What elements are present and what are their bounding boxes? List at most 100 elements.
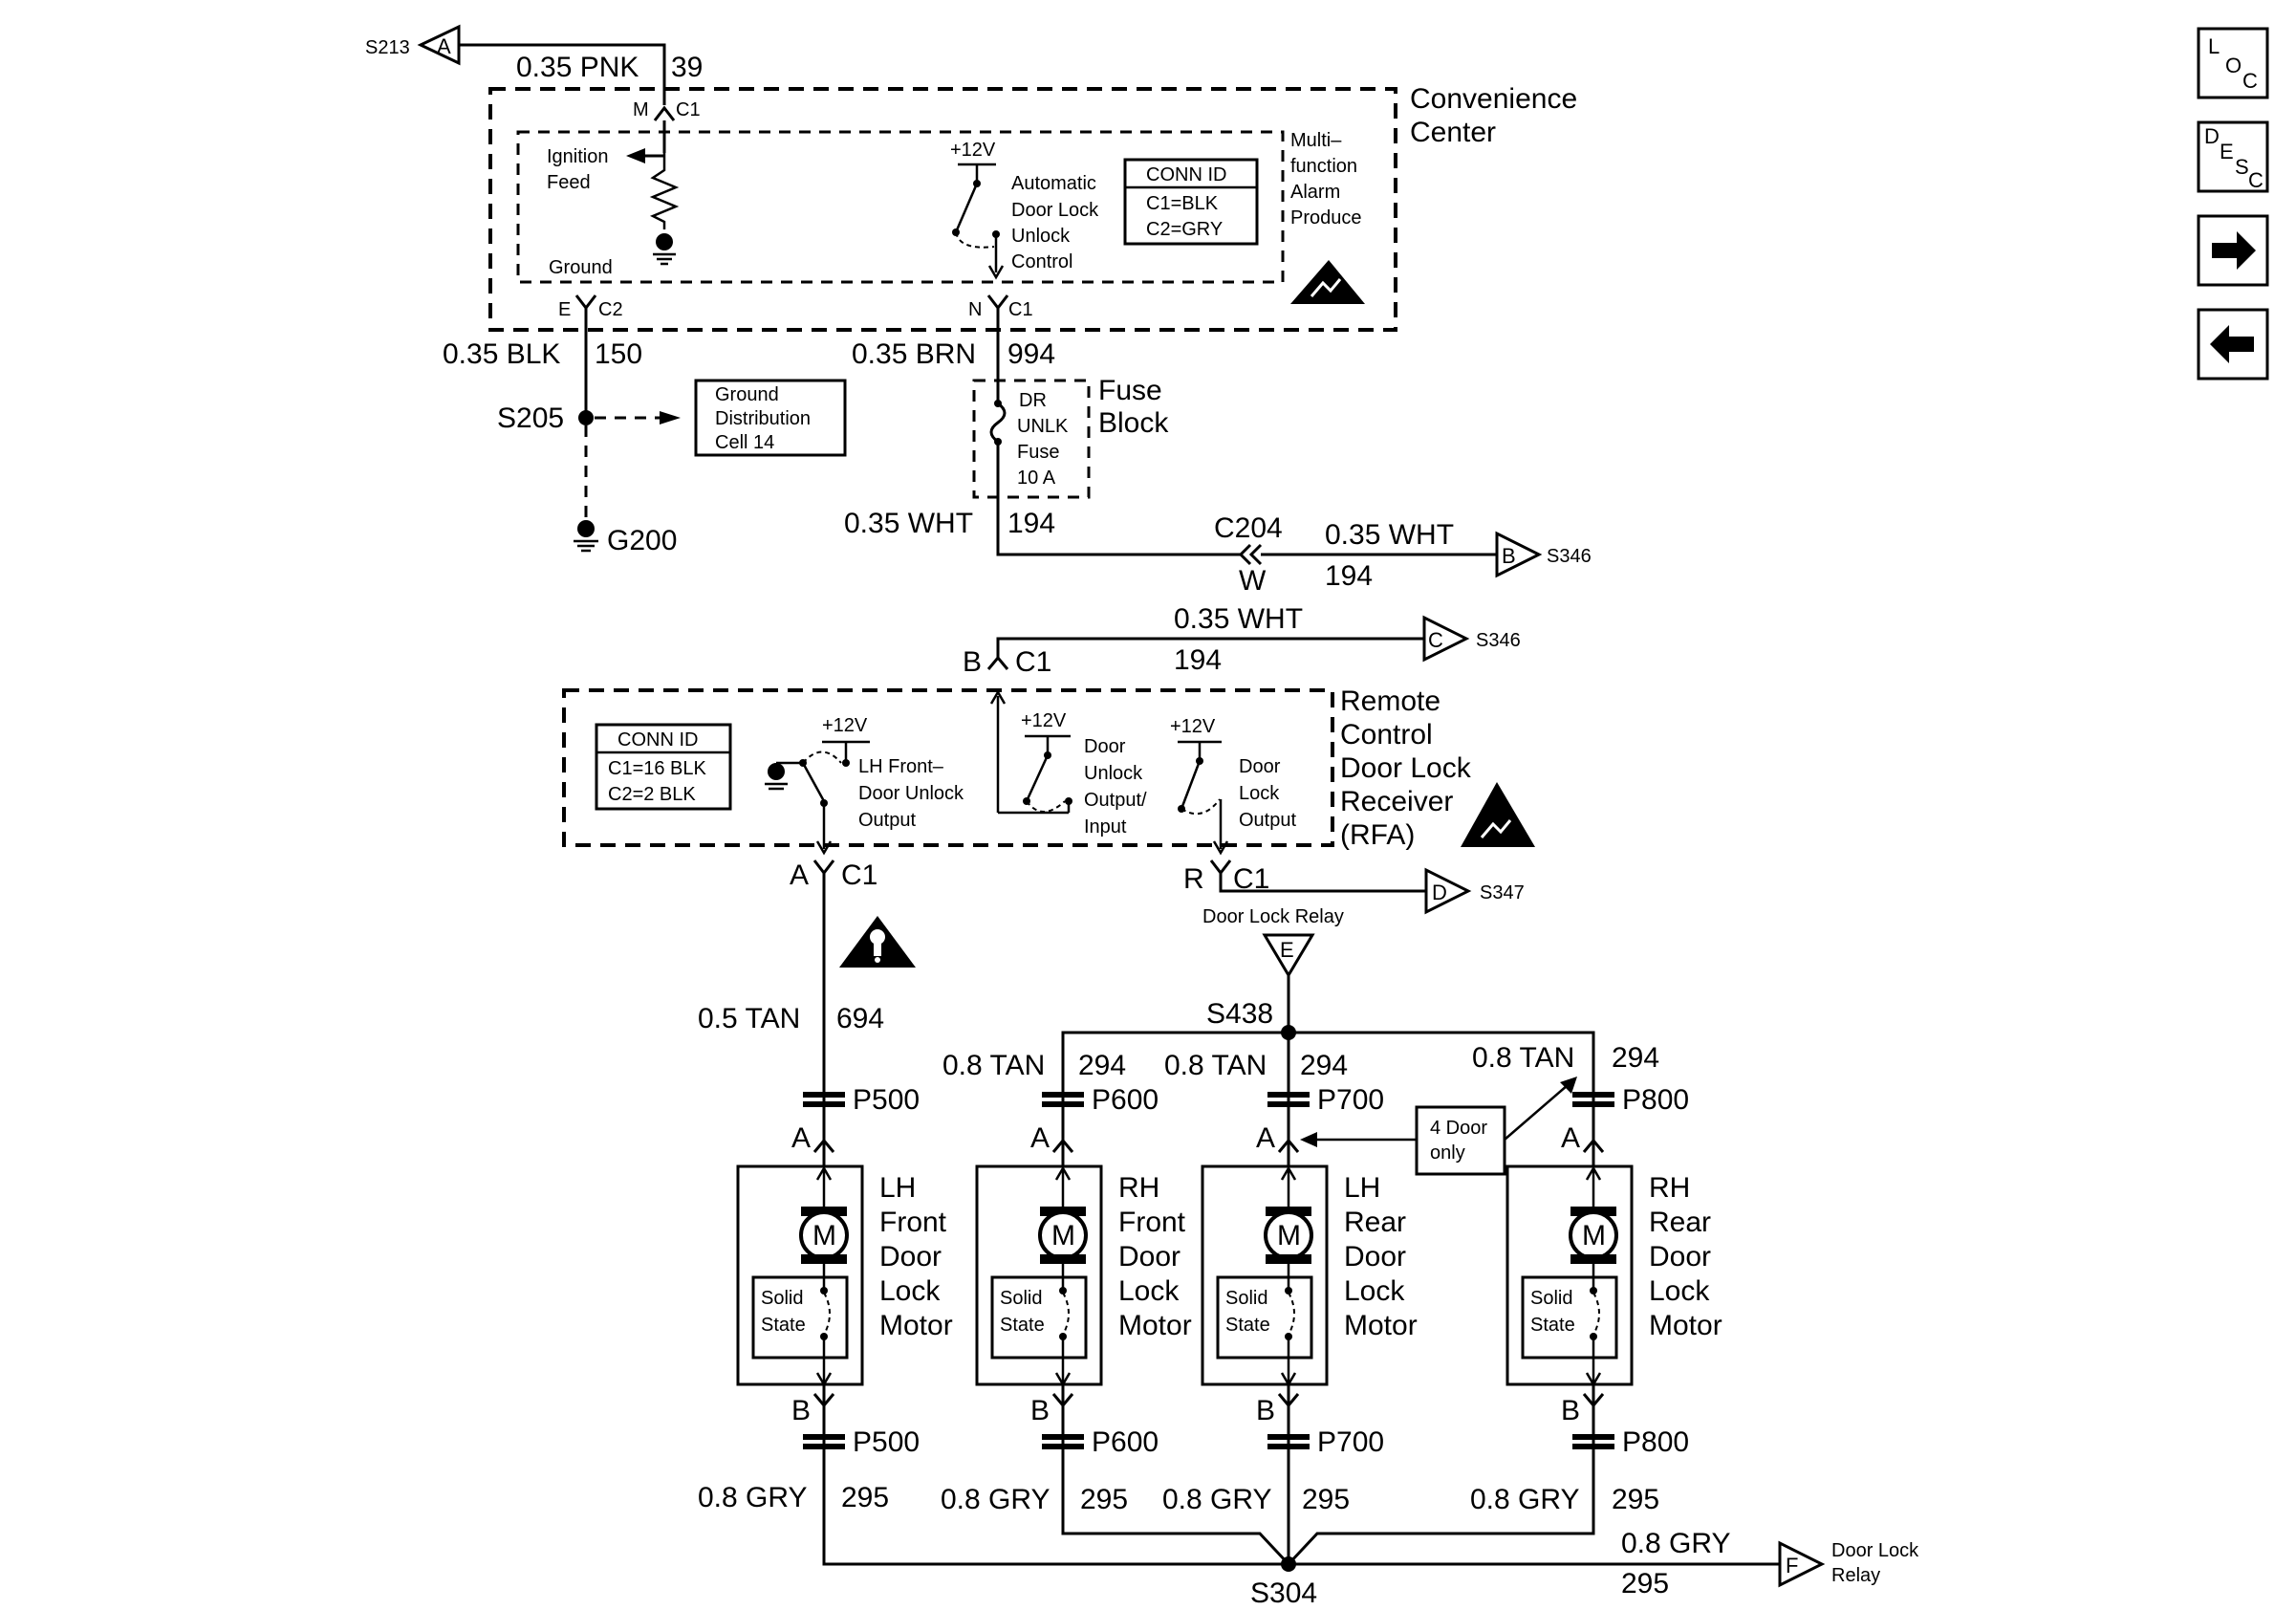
splice-label: S304 — [1250, 1577, 1317, 1609]
circuit-number: 295 — [1080, 1484, 1128, 1515]
pin-e: E — [558, 299, 571, 320]
circuit-number: 194 — [1325, 560, 1373, 592]
wire-label: 0.35 BRN — [852, 338, 976, 370]
motor-name-label: Lock — [879, 1275, 941, 1307]
pin-c2: C2 — [598, 299, 623, 320]
loc-button[interactable]: L O C — [2197, 27, 2269, 99]
rfa-title: Remote — [1340, 685, 1440, 717]
connector-letter: D — [1432, 881, 1447, 904]
pin-label: A — [790, 859, 809, 891]
connector-label: P700 — [1317, 1084, 1384, 1116]
fuse-block-title: Block — [1098, 407, 1169, 439]
pin-label: A — [1030, 1122, 1050, 1154]
wire-label: 0.8 GRY — [1621, 1528, 1731, 1559]
ground-label: Ground — [549, 257, 613, 278]
motor-name-label: Lock — [1649, 1275, 1710, 1307]
previous-button[interactable] — [2197, 308, 2269, 381]
rfa-title: Door Lock — [1340, 752, 1472, 784]
fuse-line: Fuse — [1017, 442, 1059, 463]
connector-label: P600 — [1092, 1426, 1159, 1458]
splice-dot — [578, 410, 594, 425]
rfa-title: Receiver — [1340, 786, 1453, 817]
circuit-number: 294 — [1078, 1050, 1126, 1081]
ref-label: S346 — [1547, 546, 1592, 567]
fuse-block-title: Fuse — [1098, 375, 1162, 406]
connector-label: P500 — [853, 1084, 920, 1116]
circuit-number: 295 — [1612, 1484, 1659, 1515]
fuse-line: DR — [1019, 390, 1047, 411]
pin-label: W — [1239, 565, 1267, 597]
solid-state-label: Solid — [761, 1288, 803, 1309]
circuit-number: 994 — [1007, 338, 1055, 370]
note-line: 4 Door — [1430, 1118, 1487, 1139]
arrow-right-icon — [2212, 231, 2256, 270]
pin-label: B — [1561, 1395, 1580, 1426]
connector-letter: E — [1280, 938, 1294, 962]
cc-conn-id-box: CONN ID C1=BLK C2=GRY — [1123, 158, 1259, 246]
lock-label: Door — [1239, 756, 1281, 777]
circuit-number: 295 — [1302, 1484, 1350, 1515]
connector-letter: C — [1428, 628, 1443, 652]
desc-letter-c: C — [2248, 168, 2264, 192]
wire-label: 0.35 WHT — [844, 508, 973, 539]
loc-letter-o: O — [2225, 54, 2242, 77]
ref-label: S213 — [365, 37, 410, 58]
splice-label: S205 — [497, 402, 564, 434]
lock-label: Lock — [1239, 783, 1280, 804]
door-lock-motor: P500AMSolidStateLHFrontDoorLockMotorBP50… — [736, 1084, 953, 1472]
motor-name-label: Lock — [1118, 1275, 1180, 1307]
rfa-title: Control — [1340, 719, 1433, 751]
gd-line: Cell 14 — [715, 432, 774, 453]
conn-id-row: C2=2 BLK — [608, 784, 696, 805]
four-door-note: 4 Door only — [1300, 1077, 1577, 1176]
motor-letter: M — [812, 1220, 836, 1251]
mfa-line: Produce — [1290, 207, 1362, 228]
rfa-title: (RFA) — [1340, 819, 1415, 851]
pin-label: A — [791, 1122, 811, 1154]
caution-icon — [839, 916, 916, 968]
fuse-line: 10 A — [1017, 468, 1056, 489]
unlock-label: Output/ — [1084, 790, 1147, 811]
wire-label: 0.8 TAN — [1164, 1050, 1267, 1081]
circuit-number: 694 — [836, 1003, 884, 1034]
circuit-number: 39 — [671, 52, 703, 83]
conn-id-title: CONN ID — [1146, 164, 1226, 185]
pin-label: B — [1030, 1395, 1050, 1426]
motor-name-label: Door — [1649, 1241, 1711, 1273]
lock-label: Output — [1239, 810, 1296, 831]
motor-name-label: Motor — [1344, 1310, 1418, 1341]
loc-letter-l: L — [2208, 34, 2220, 58]
connector-label: C1 — [1015, 646, 1051, 678]
pin-label: B — [963, 646, 982, 678]
desc-letter-e: E — [2220, 140, 2234, 163]
circuit-number: 295 — [841, 1482, 889, 1513]
motor-name-label: Door — [1344, 1241, 1406, 1273]
pin-m: M — [633, 99, 649, 120]
circuit-number: 194 — [1007, 508, 1055, 539]
esd-warning-icon — [1461, 782, 1535, 847]
motor-name-label: Lock — [1344, 1275, 1405, 1307]
rfa-module: Remote Control Door Lock Receiver (RFA) … — [562, 685, 1535, 895]
circuit-number: 150 — [595, 338, 642, 370]
plus-12v-label: +12V — [1170, 716, 1216, 737]
gd-line: Distribution — [715, 408, 811, 429]
next-button[interactable] — [2197, 214, 2269, 287]
motor-letter: M — [1277, 1220, 1301, 1251]
connector-letter: A — [437, 34, 451, 58]
lh-front-label: LH Front– — [858, 756, 944, 777]
wire-label: 0.35 PNK — [516, 52, 639, 83]
adl-label: Door Lock — [1011, 200, 1099, 221]
motor-letter: M — [1582, 1220, 1606, 1251]
splice-label: S438 — [1206, 998, 1273, 1030]
unlock-label: Input — [1084, 816, 1127, 838]
plus-12v-label: +12V — [822, 715, 868, 736]
wire-label: 0.8 GRY — [941, 1484, 1051, 1515]
gd-line: Ground — [715, 384, 779, 405]
ignition-feed-label: Ignition — [547, 146, 609, 167]
pin-label: B — [791, 1395, 811, 1426]
desc-button[interactable]: D E S C — [2197, 120, 2269, 193]
motor-name-label: RH — [1118, 1172, 1159, 1204]
cc-title-2: Center — [1410, 117, 1496, 148]
convenience-center: Convenience Center Multi– function Alarm… — [488, 83, 1577, 332]
